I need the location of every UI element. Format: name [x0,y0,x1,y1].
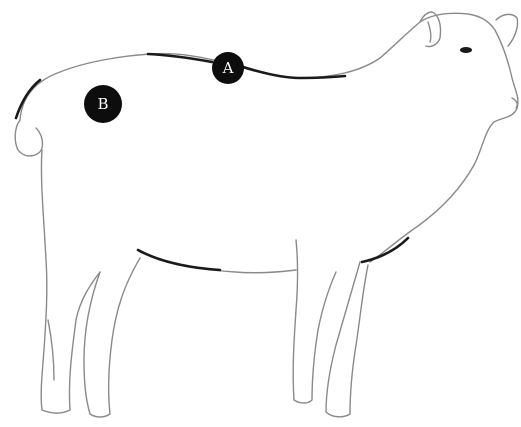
sheep-hind-leg-outer [41,150,70,413]
sheep-chest-outline [370,165,474,262]
sheep-front-leg-rear [293,240,318,403]
sheep-nose [512,98,517,108]
sheep-chest-emphasis [362,238,408,262]
sheep-eye [460,47,472,53]
sheep-ear-right [496,14,518,46]
sheep-loin-emphasis [240,66,345,78]
sheep-head-outline [420,13,518,165]
marker-b-label: B [97,95,108,113]
marker-b: B [84,85,122,123]
sheep-elbow [318,272,336,330]
sheep-front-leg-front [326,262,368,417]
sheep-belly-emphasis [138,250,220,270]
sheep-tail-outline [15,120,42,156]
sheep-hind-hock [48,320,54,380]
marker-a: A [212,52,244,84]
marker-a-label: A [222,59,234,77]
sheep-ear-left-inner [428,22,431,42]
